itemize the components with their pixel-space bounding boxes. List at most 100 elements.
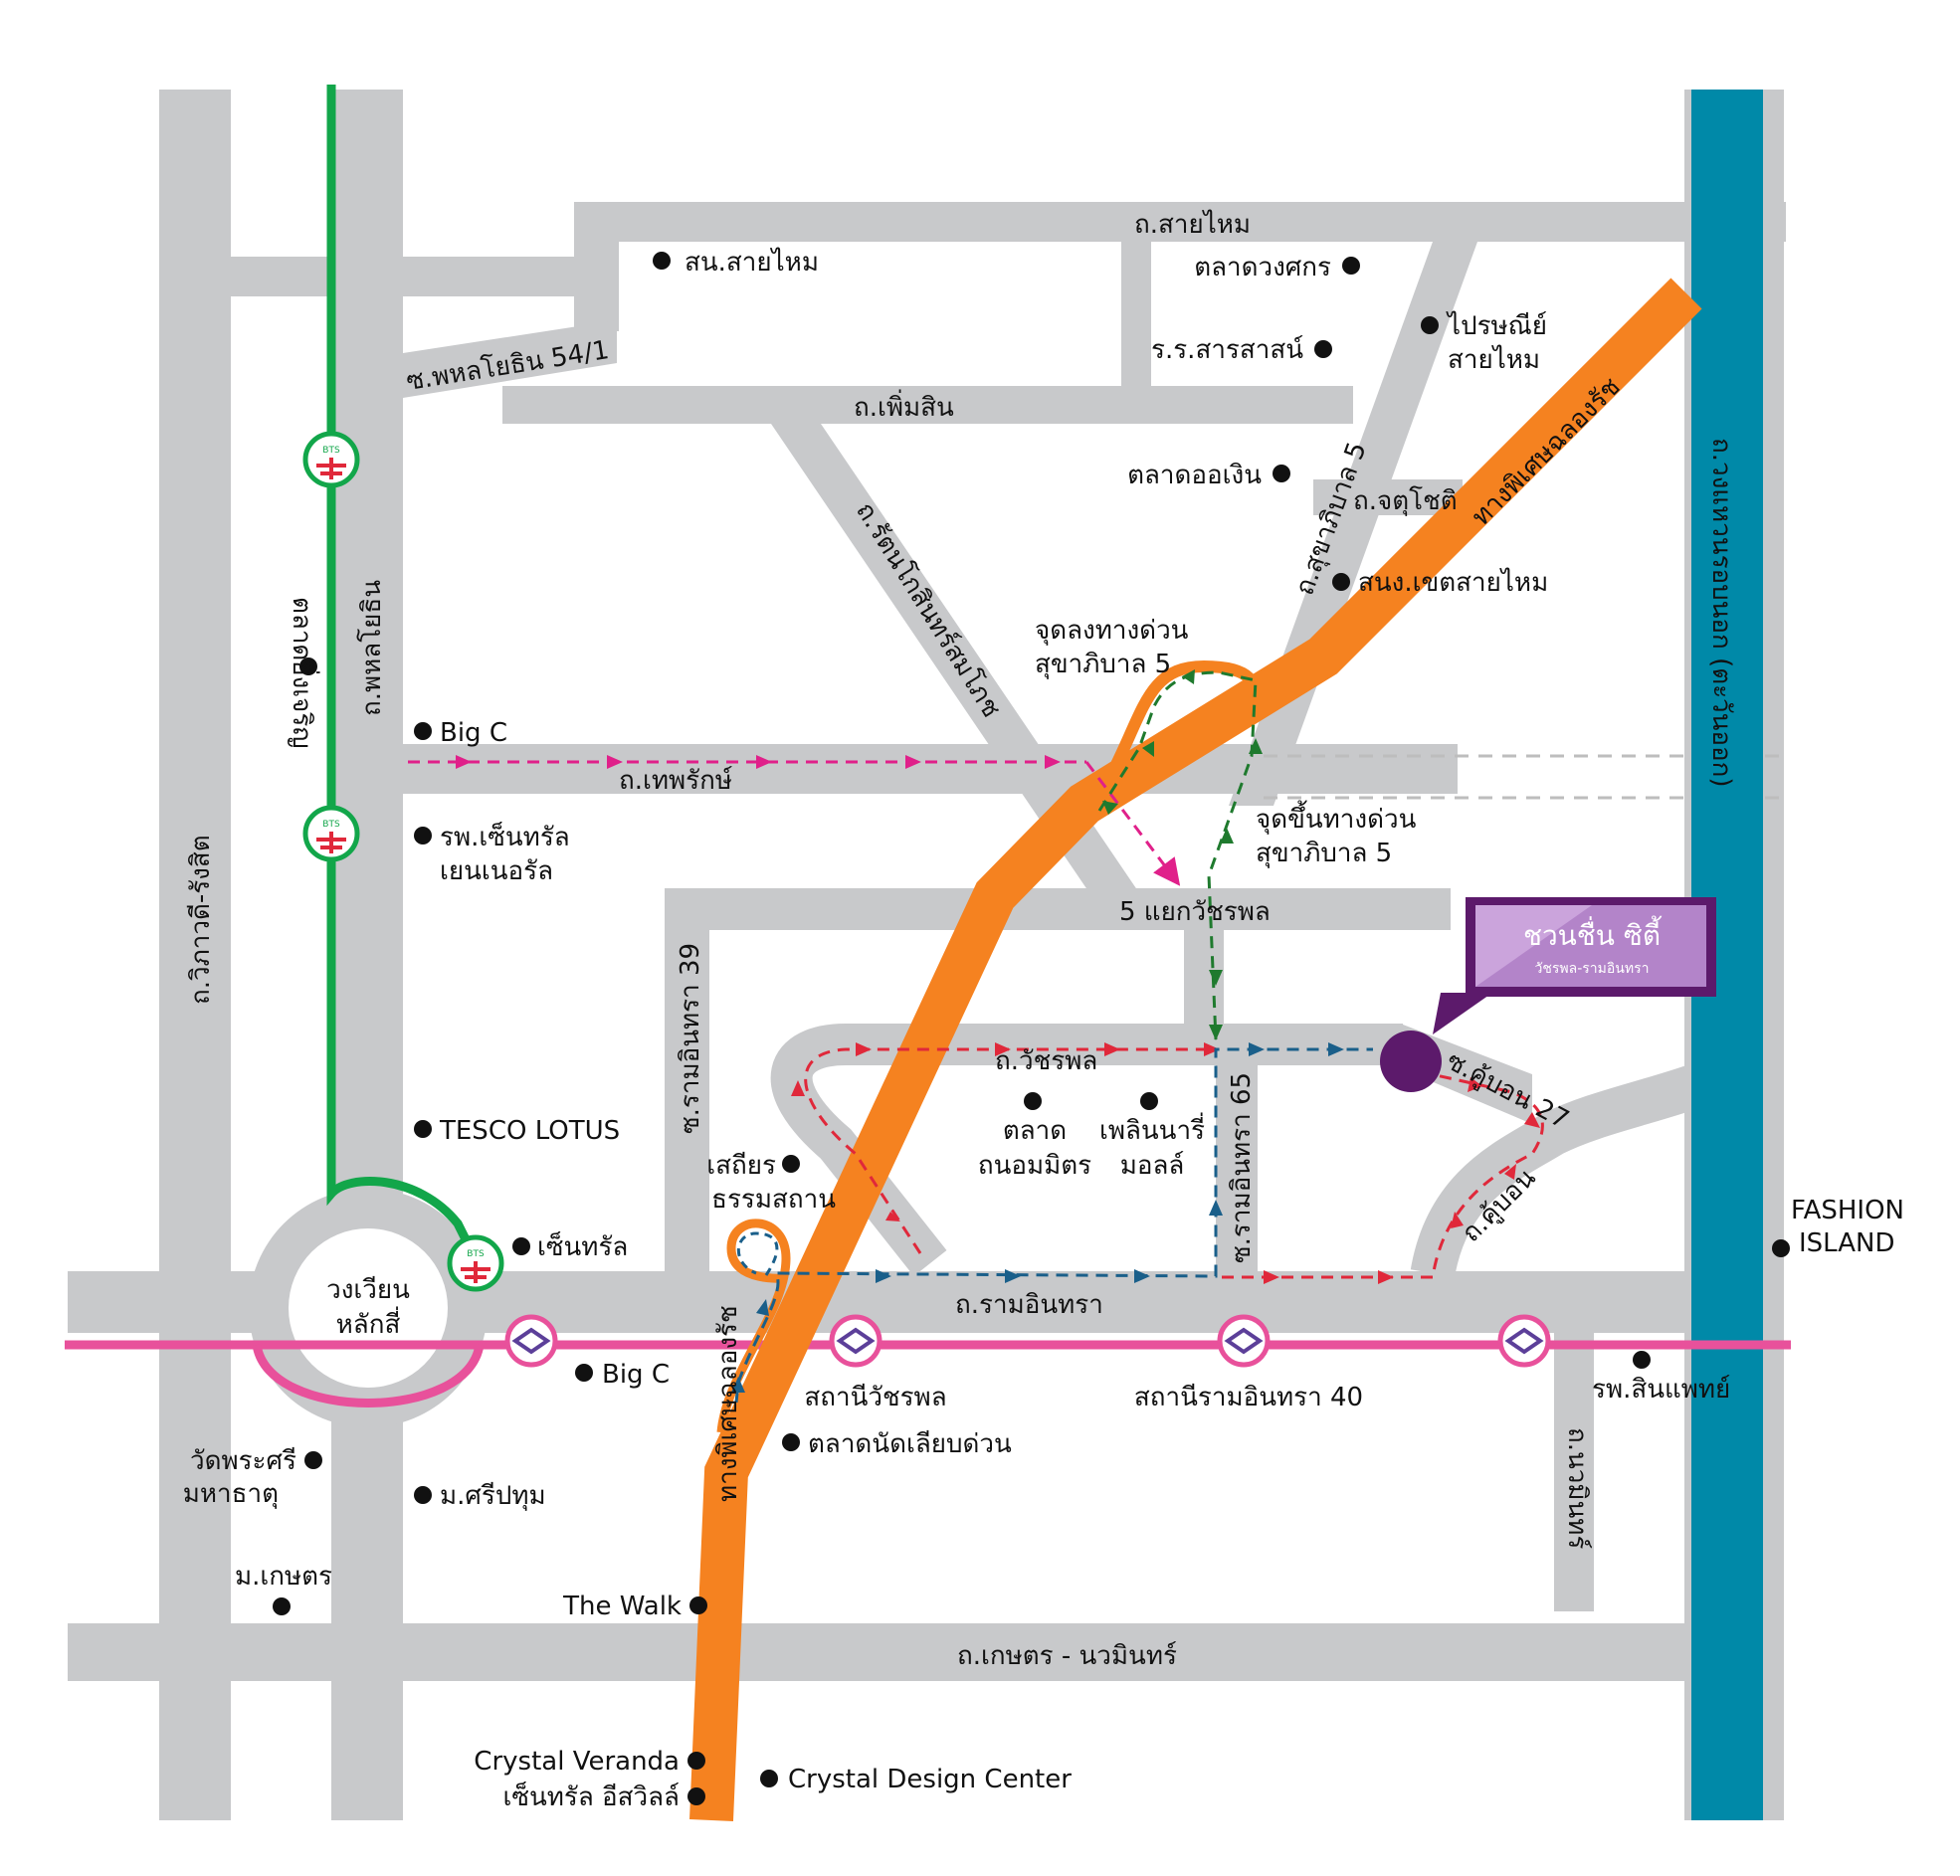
label-junction: 5 แยกวัชรพล: [1119, 897, 1271, 927]
label-exit-2: สุขาภิบาล 5: [1035, 650, 1171, 679]
label-road-watcharaphon: ถ.วัชรพล: [995, 1046, 1097, 1076]
label-road-ram-inthra-65: ซ.รามอินทรา 65: [1227, 1072, 1257, 1263]
svg-text:BTS: BTS: [467, 1249, 485, 1259]
label-talat-thanon-2: ถนอมมิตร: [978, 1151, 1091, 1181]
label-crystal-veranda: Crystal Veranda: [474, 1747, 680, 1777]
expressway-exit-ramp: [1098, 659, 1260, 791]
label-talat-wongsakorn: ตลาดวงศกร: [1194, 253, 1331, 282]
label-road-thepharak: ถ.เทพรักษ์: [619, 766, 733, 796]
mrt-station-watcharaphon: [829, 1314, 882, 1368]
label-sathian-1: เสถียร: [706, 1151, 776, 1181]
label-road-kaset-nawamin: ถ.เกษตร - นวมินทร์: [957, 1641, 1177, 1671]
project-name: ชวนชื่น ซิตี้: [1523, 915, 1662, 952]
label-talat-ying-charoen: ตลาดยิ่งเจริญ: [287, 597, 320, 748]
label-sathian-2: ธรรมสถาน: [711, 1185, 836, 1215]
label-big-c-top: Big C: [440, 718, 507, 748]
label-district-office: สนง.เขตสายไหม: [1358, 567, 1548, 598]
road-vibhavadi: [159, 90, 231, 1820]
bts-station-2: BTS: [302, 805, 360, 862]
label-fashion-island-1: FASHION: [1791, 1196, 1904, 1225]
label-talat-thanon-1: ตลาด: [1003, 1116, 1067, 1146]
bts-station-1: BTS: [302, 431, 360, 488]
road-sai-mai: [574, 202, 1786, 242]
label-sripatum: ม.ศรีปทุม: [440, 1481, 546, 1511]
label-ploen-nari-1: เพลินนารี่: [1099, 1112, 1205, 1146]
project-subtitle: วัชรพล-รามอินทรา: [1535, 961, 1650, 977]
bts-green-line: [326, 85, 478, 1256]
label-expressway-bottom: ทางพิเศษฉลองรัช: [713, 1305, 743, 1502]
project-callout-pointer: [1433, 993, 1492, 1034]
label-fashion-island-2: ISLAND: [1799, 1228, 1895, 1258]
label-road-chatuchot: ถ.จตุโชติ: [1353, 485, 1458, 516]
label-sinphaet: รพ.สินแพทย์: [1592, 1375, 1730, 1405]
road-thepharak: [403, 744, 1458, 794]
label-road-rattanakosin: ถ.รัตนโกสินทร์สมโภช: [850, 496, 1007, 722]
road-nawamin: [1554, 1333, 1594, 1611]
expressway: [689, 278, 1702, 1821]
label-road-phahonyothin: ถ.พหลโยธิน: [356, 580, 387, 716]
label-tesco: TESCO LOTUS: [439, 1116, 620, 1146]
mrt-station-4: [1497, 1314, 1551, 1368]
label-road-ram-inthra-39: ซ.รามอินทรา 39: [676, 943, 705, 1134]
road-phahon-54-1: [403, 320, 617, 398]
route-blue-arrows: [731, 1042, 1344, 1393]
label-entry-1: จุดขึ้นทางด่วน: [1256, 800, 1417, 835]
label-kasetsart: ม.เกษตร: [235, 1562, 332, 1592]
label-expressway-top: ทางพิเศษฉลองรัช: [1467, 372, 1627, 532]
label-road-ram-inthra: ถ.รามอินทรา: [955, 1290, 1103, 1320]
roundabout-center: [289, 1228, 448, 1388]
route-pink-arrows: [456, 755, 1061, 769]
label-wat-phra-si-2: มหาธาตุ: [183, 1479, 279, 1509]
road-watcharaphon: [770, 1024, 1403, 1277]
label-road-outer-ring: ถ.วงแหวนรอบนอก (ตะวันออก): [1706, 438, 1736, 788]
label-hospital-central-1: รพ.เซ็นทรัล: [440, 821, 570, 852]
road-khubon: [1410, 1065, 1699, 1278]
svg-text:BTS: BTS: [322, 446, 340, 456]
road-junction-south: [1184, 888, 1224, 1047]
label-talat-nat: ตลาดนัดเลียบด่วน: [808, 1429, 1012, 1459]
label-wat-phra-si-1: วัดพระศรี: [190, 1446, 296, 1476]
road-mid-vert: [1121, 242, 1151, 386]
bts-station-3: BTS: [447, 1234, 504, 1292]
route-red-arrows: [791, 1042, 1220, 1221]
mrt-station-1: [504, 1314, 558, 1368]
svg-text:BTS: BTS: [322, 820, 340, 830]
route-green-arrows: [1102, 669, 1263, 1040]
road-top-left: [231, 257, 574, 296]
road-chatuchot: [1313, 479, 1463, 515]
poi-dots: [273, 252, 1790, 1805]
label-crystal-design: Crystal Design Center: [788, 1765, 1072, 1794]
label-exit-1: จุดลงทางด่วน: [1035, 616, 1189, 646]
label-the-walk: The Walk: [562, 1592, 682, 1621]
label-ror-sarasas: ร.ร.สารสาสน์: [1151, 335, 1303, 365]
route-red-ram-inthra: [1222, 1070, 1544, 1279]
label-son-sai-mai: สน.สายไหม: [685, 247, 819, 278]
label-hospital-central-2: เยนเนอรัล: [440, 856, 553, 886]
project-callout-shade: [1475, 905, 1592, 987]
label-central: เซ็นทรัล: [537, 1230, 628, 1262]
project-location-marker: [1380, 1031, 1442, 1092]
label-roundabout-1: วงเวียน: [326, 1275, 410, 1305]
road-ram-inthra-65: [1216, 1044, 1258, 1273]
route-pink-diagonal: [1084, 761, 1181, 886]
label-central-eastville: เซ็นทรัล อีสวิลล์: [502, 1781, 680, 1812]
label-entry-2: สุขาภิบาล 5: [1256, 839, 1392, 868]
label-ploen-nari-2: มอลล์: [1120, 1151, 1185, 1181]
label-road-vibhavadi: ถ.วิภาวดี-รังสิต: [186, 835, 216, 1005]
label-post-office-1: ไปรษณีย์: [1446, 310, 1547, 341]
road-sai-mai-left: [574, 202, 619, 331]
route-blue: [734, 1047, 1373, 1404]
road-phoem-sin: [502, 386, 1353, 424]
label-roundabout-2: หลักสี่: [336, 1306, 401, 1340]
route-blue-loop: [736, 1231, 779, 1276]
label-station-watcharaphon: สถานีวัชรพล: [804, 1383, 946, 1412]
mrt-roundabout-arc: [252, 1343, 485, 1407]
label-talat-or-ngoen: ตลาดออเงิน: [1127, 461, 1262, 490]
label-road-sai-mai: ถ.สายไหม: [1134, 209, 1251, 240]
label-big-c-bottom: Big C: [602, 1360, 670, 1390]
label-road-nawamin: ถ.นวมินทร์: [1562, 1427, 1592, 1549]
road-network: [68, 90, 1786, 1820]
road-junction: [665, 888, 1451, 930]
label-post-office-2: สายไหม: [1448, 344, 1540, 375]
